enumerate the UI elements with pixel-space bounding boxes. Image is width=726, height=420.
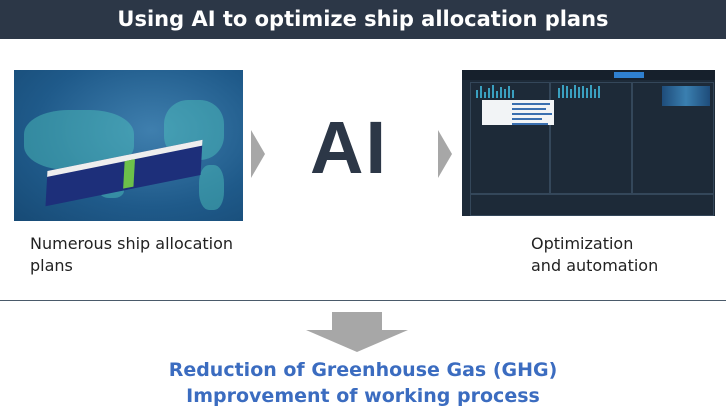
- ship-photo: [14, 70, 243, 221]
- dashboard-screenshot: [462, 70, 715, 216]
- arrow-right-icon: [251, 130, 265, 178]
- right-caption-line2: and automation: [531, 256, 659, 275]
- left-caption-line1: Numerous ship allocation: [30, 234, 234, 253]
- right-caption-line1: Optimization: [531, 234, 634, 253]
- arrow-down-icon: [332, 312, 382, 330]
- divider: [0, 300, 726, 301]
- page-title: Using AI to optimize ship allocation pla…: [0, 0, 726, 39]
- result-process: Improvement of working process: [186, 385, 540, 407]
- result-ghg: Reduction of Greenhouse Gas (GHG): [168, 359, 558, 381]
- ai-label: AI: [310, 106, 388, 189]
- arrow-down-head: [306, 330, 408, 352]
- arrow-right-icon: [438, 130, 452, 178]
- left-caption-line2: plans: [30, 256, 73, 275]
